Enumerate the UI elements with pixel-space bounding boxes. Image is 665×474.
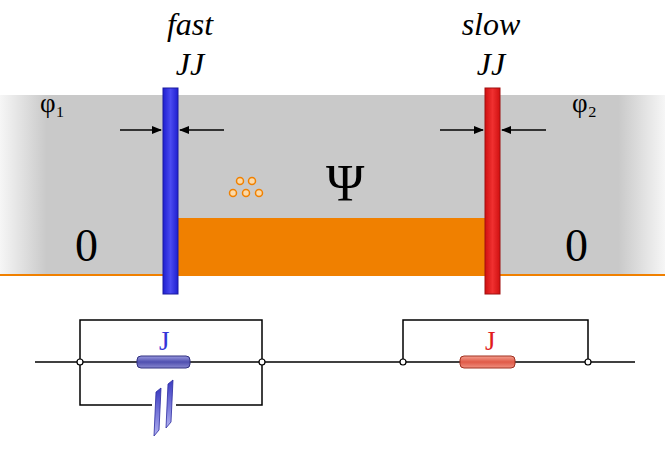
phase-value: 0: [565, 221, 588, 272]
junction-title: fast JJ: [157, 4, 223, 84]
current-label: J: [159, 327, 170, 357]
phase-label: φ₁: [40, 89, 65, 119]
order-parameter-label: Ψ: [326, 155, 364, 212]
phase-label: φ₂: [572, 89, 597, 119]
junction-title: slow JJ: [456, 4, 526, 84]
current-label: J: [485, 327, 496, 357]
phase-value: 0: [75, 221, 98, 272]
